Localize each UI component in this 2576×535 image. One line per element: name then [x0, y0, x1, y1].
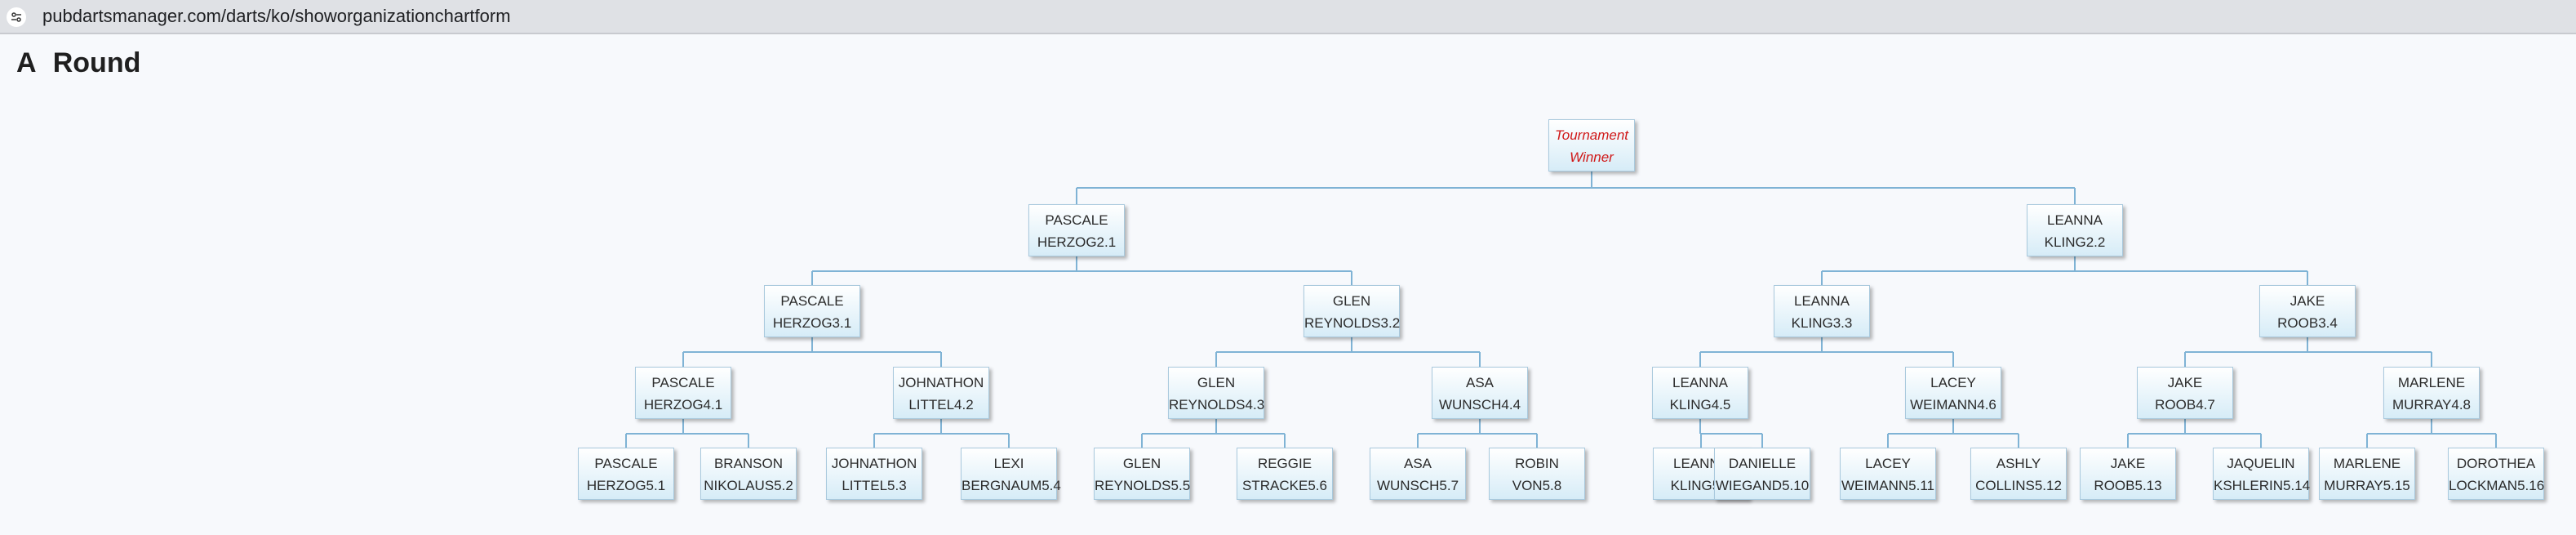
node-second-line: ROOB3.4	[2277, 315, 2338, 331]
node-second-line: ROOB5.13	[2094, 478, 2162, 493]
node-second-line: COLLINS5.12	[1975, 478, 2062, 493]
node-first-line: GLEN	[1332, 293, 1371, 309]
node-second-line: WUNSCH4.4	[1438, 397, 1521, 412]
node-first-line: ROBIN	[1515, 456, 1559, 471]
node-first-line: PASCALE	[651, 375, 715, 390]
node-first-line: JAKE	[2167, 375, 2203, 390]
match-node[interactable]: GLEN REYNOLDS5.5	[1094, 448, 1190, 500]
node-first-line: LEXI	[993, 456, 1024, 471]
match-node[interactable]: ASA WUNSCH4.4	[1432, 367, 1528, 419]
match-node[interactable]: LACEY WEIMANN4.6	[1905, 367, 2001, 419]
node-second-line: KSHLERIN5.14	[2214, 478, 2311, 493]
node-second-line: ROOB4.7	[2155, 397, 2215, 412]
node-first-line: ASA	[1465, 375, 1495, 390]
node-second-line: REYNOLDS4.3	[1169, 397, 1265, 412]
node-second-line: MURRAY4.8	[2392, 397, 2472, 412]
match-node[interactable]: PASCALE HERZOG4.1	[635, 367, 731, 419]
url-text[interactable]: pubdartsmanager.com/darts/ko/showorganiz…	[42, 6, 511, 26]
node-first-line: JAKE	[2290, 293, 2325, 309]
match-node[interactable]: DANIELLE WIEGAND5.10	[1714, 448, 1810, 500]
node-first-line: JAQUELIN	[2227, 456, 2295, 471]
node-first-line: JOHNATHON	[831, 456, 917, 471]
node-second-line: WUNSCH5.7	[1376, 478, 1459, 493]
node-first-line: LEANNA	[1793, 293, 1850, 309]
node-first-line: PASCALE	[1045, 212, 1108, 228]
node-second-line: STRACKE5.6	[1242, 478, 1327, 493]
node-first-line: GLEN	[1197, 375, 1236, 390]
node-first-line: LEANNA	[1672, 375, 1729, 390]
node-first-line: MARLENE	[2397, 375, 2466, 390]
match-node[interactable]: LACEY WEIMANN5.11	[1840, 448, 1936, 500]
node-second-line: HERZOG3.1	[772, 315, 852, 331]
node-second-line: Winner	[1570, 149, 1614, 165]
node-first-line: ASA	[1403, 456, 1432, 471]
node-second-line: HERZOG5.1	[586, 478, 666, 493]
match-node[interactable]: JAKE ROOB5.13	[2080, 448, 2176, 500]
node-second-line: WEIMANN4.6	[1910, 397, 1996, 412]
match-node[interactable]: PASCALE HERZOG2.1	[1028, 204, 1125, 256]
match-node[interactable]: ASHLY COLLINS5.12	[1970, 448, 2067, 500]
node-second-line: REYNOLDS3.2	[1304, 315, 1401, 331]
node-second-line: LOCKMAN5.16	[2449, 478, 2545, 493]
node-second-line: LITTEL5.3	[842, 478, 907, 493]
node-second-line: LITTEL4.2	[908, 397, 974, 412]
node-first-line: JAKE	[2110, 456, 2146, 471]
node-second-line: KLING2.2	[2044, 234, 2106, 250]
match-node[interactable]: ROBIN VON5.8	[1489, 448, 1585, 500]
node-second-line: MURRAY5.15	[2324, 478, 2410, 493]
node-first-line: ASHLY	[1996, 456, 2041, 471]
match-node[interactable]: PASCALE HERZOG5.1	[578, 448, 674, 500]
match-node[interactable]: MARLENE MURRAY4.8	[2383, 367, 2480, 419]
match-node[interactable]: LEANNA KLING4.5	[1652, 367, 1748, 419]
match-node[interactable]: ASA WUNSCH5.7	[1370, 448, 1466, 500]
node-second-line: WEIMANN5.11	[1841, 478, 1934, 493]
match-node[interactable]: GLEN REYNOLDS3.2	[1304, 285, 1400, 337]
match-node[interactable]: LEANNA KLING3.3	[1774, 285, 1870, 337]
page-title: A Round	[16, 47, 141, 78]
node-first-line: REGGIE	[1257, 456, 1312, 471]
match-node[interactable]: PASCALE HERZOG3.1	[764, 285, 860, 337]
node-first-line: LACEY	[1865, 456, 1911, 471]
match-node[interactable]: JAKE ROOB4.7	[2137, 367, 2233, 419]
match-node[interactable]: JOHNATHON LITTEL5.3	[826, 448, 922, 500]
node-first-line: PASCALE	[780, 293, 844, 309]
node-second-line: HERZOG2.1	[1037, 234, 1117, 250]
match-node[interactable]: MARLENE MURRAY5.15	[2319, 448, 2415, 500]
node-second-line: BERGNAUM5.4	[962, 478, 1061, 493]
node-first-line: GLEN	[1122, 456, 1161, 471]
match-node[interactable]: REGGIE STRACKE5.6	[1237, 448, 1333, 500]
node-first-line: DOROTHEA	[2456, 456, 2536, 471]
node-second-line: HERZOG4.1	[643, 397, 723, 412]
node-second-line: KLING4.5	[1669, 397, 1731, 412]
node-second-line: WIEGAND5.10	[1715, 478, 1810, 493]
match-node[interactable]: GLEN REYNOLDS4.3	[1168, 367, 1264, 419]
match-node[interactable]: JAQUELIN KSHLERIN5.14	[2213, 448, 2311, 500]
node-first-line: PASCALE	[594, 456, 658, 471]
match-node[interactable]: BRANSON NIKOLAUS5.2	[700, 448, 797, 500]
node-first-line: MARLENE	[2333, 456, 2401, 471]
tune-icon[interactable]	[7, 7, 26, 27]
match-node[interactable]: DOROTHEA LOCKMAN5.16	[2448, 448, 2544, 500]
match-node[interactable]: JAKE ROOB3.4	[2259, 285, 2356, 337]
node-first-line: DANIELLE	[1728, 456, 1797, 471]
match-node[interactable]: LEANNA KLING2.2	[2027, 204, 2123, 256]
match-node[interactable]: LEXI BERGNAUM5.4	[961, 448, 1061, 500]
node-first-line: LACEY	[1930, 375, 1976, 390]
node-first-line: JOHNATHON	[898, 375, 984, 390]
browser-address-bar[interactable]: pubdartsmanager.com/darts/ko/showorganiz…	[0, 0, 2576, 34]
match-node[interactable]: JOHNATHON LITTEL4.2	[893, 367, 989, 419]
node-first-line: LEANNA	[2046, 212, 2103, 228]
node-first-line: BRANSON	[713, 456, 784, 471]
node-second-line: REYNOLDS5.5	[1095, 478, 1191, 493]
node-second-line: NIKOLAUS5.2	[704, 478, 793, 493]
node-first-line: Tournament	[1554, 127, 1629, 143]
node-second-line: VON5.8	[1512, 478, 1562, 493]
node-second-line: KLING3.3	[1791, 315, 1853, 331]
